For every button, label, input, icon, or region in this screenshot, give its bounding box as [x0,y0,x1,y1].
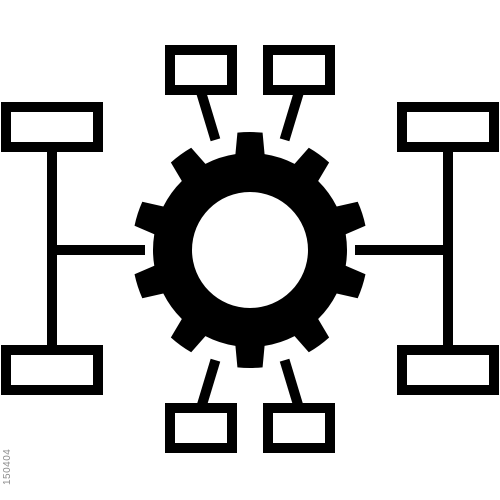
node-box-bottom-right [263,403,335,453]
node-box-lower-right [397,345,499,395]
node-box-upper-right [397,102,499,152]
node-box-top-left [165,45,237,95]
bottom-left-connector [194,358,221,415]
watermark-side-id: 150404 [2,448,13,485]
node-box-top-right [263,45,335,95]
node-box-lower-left [1,345,103,395]
gear-icon [134,131,366,369]
node-boxes [1,45,499,453]
connector-lines [47,85,453,415]
top-right-connector [279,85,306,142]
node-box-upper-left [1,102,103,152]
node-box-bottom-left [165,403,237,453]
top-left-connector [194,85,221,142]
bottom-right-connector [279,358,306,415]
gear-body [134,131,366,369]
